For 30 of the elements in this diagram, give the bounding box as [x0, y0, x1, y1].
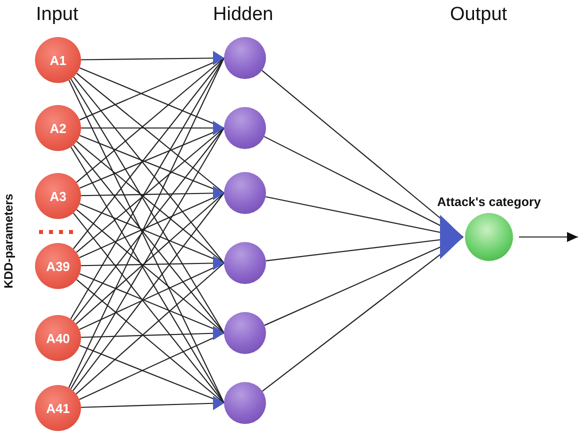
input-neuron — [35, 243, 81, 289]
neuron-label: A40 — [46, 330, 70, 346]
neuron-label: A39 — [46, 258, 70, 274]
hidden-neuron — [224, 172, 266, 214]
layer-heading: Hidden — [213, 4, 274, 26]
hidden-neuron — [224, 382, 266, 424]
connection-arrow — [80, 396, 224, 410]
input-neuron — [35, 385, 81, 431]
hidden-neuron — [224, 107, 266, 149]
neuron-label: A3 — [50, 188, 66, 204]
connection-arrow — [262, 215, 464, 392]
neuron-label: A1 — [50, 52, 66, 68]
axis-label: KDD-parameters — [1, 194, 16, 288]
connection-arrow — [79, 326, 224, 400]
layer-heading: Output — [450, 4, 508, 26]
connection-arrow — [72, 186, 224, 391]
output-label: Attack's category — [437, 195, 541, 209]
hidden-neuron — [224, 37, 266, 79]
input-neuron — [35, 37, 81, 83]
input-neuron — [35, 105, 81, 151]
hidden-neuron — [224, 242, 266, 284]
input-neuron — [35, 315, 81, 361]
connection-arrow — [76, 256, 224, 394]
connection-arrow — [70, 121, 224, 390]
neuron-label: A2 — [50, 120, 66, 136]
input-neuron — [35, 173, 81, 219]
layer-heading: Input — [36, 4, 78, 26]
hidden-neuron — [224, 312, 266, 354]
neuron-label: A41 — [46, 400, 70, 416]
output-arrow — [519, 232, 578, 242]
